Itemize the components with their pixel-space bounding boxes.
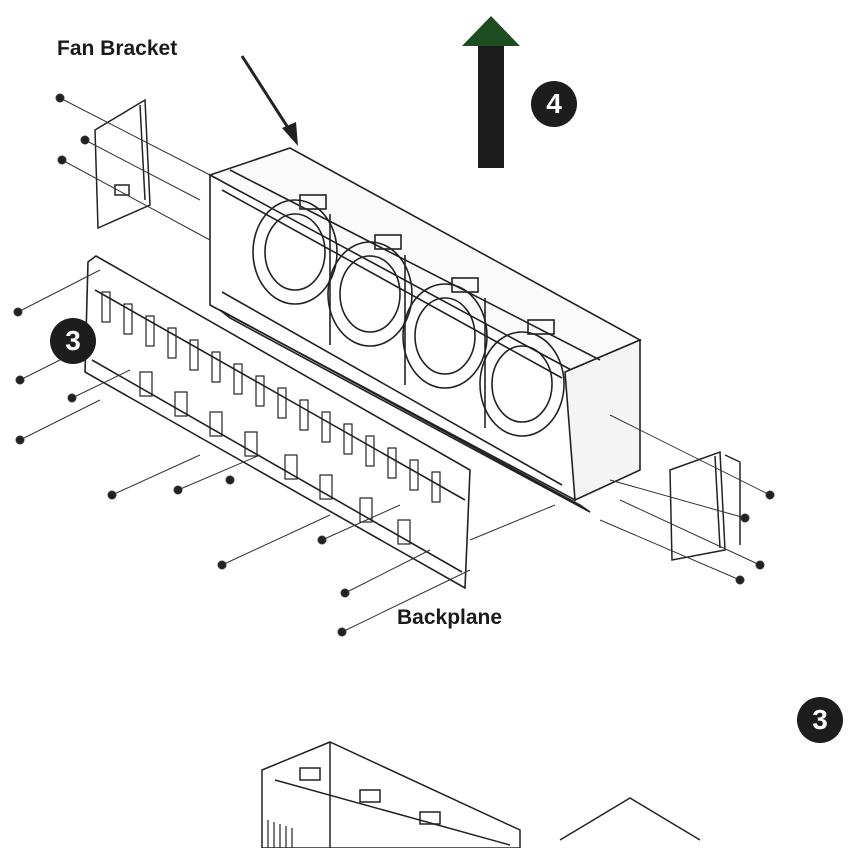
up-arrow-icon (462, 16, 520, 168)
backplane-board (84, 255, 471, 590)
right-side-bracket (669, 450, 741, 561)
fan-bracket-label: Fan Bracket (57, 37, 178, 60)
step-3-badge: 3 (50, 318, 96, 364)
screws (13, 93, 775, 637)
bottom-fan-bracket-partial (261, 741, 701, 848)
fan-bracket-pointer-arrow (240, 55, 298, 146)
step-4-badge: 4 (531, 81, 577, 127)
backplane-label: Backplane (397, 606, 503, 629)
fan-bracket (208, 147, 642, 513)
left-side-bracket (94, 98, 151, 230)
step-3-badge-bottom: 3 (797, 697, 843, 743)
